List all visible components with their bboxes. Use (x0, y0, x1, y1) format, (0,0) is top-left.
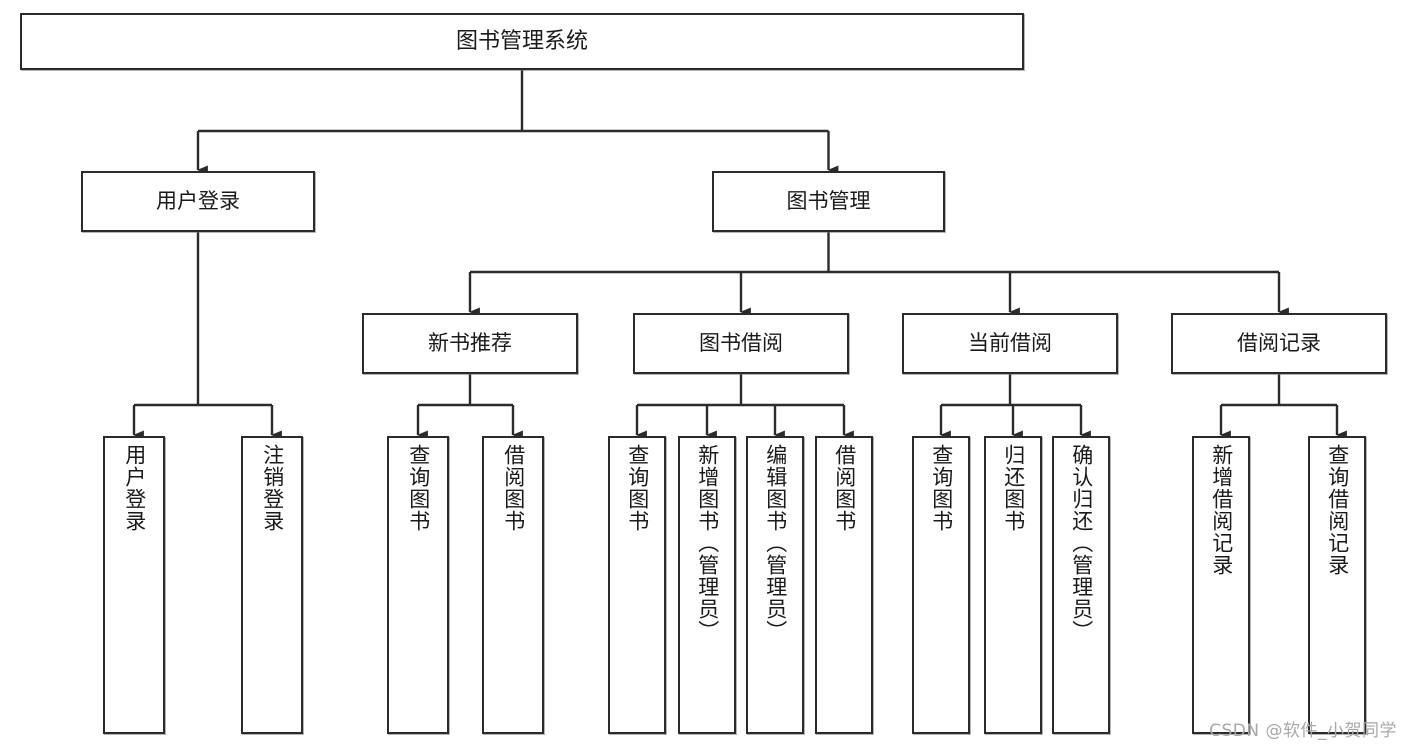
node-leaf-add-book[interactable]: 新增图书（管理员） (678, 436, 736, 734)
node-leaf-return-book[interactable]: 归还图书 (984, 436, 1042, 734)
node-leaf-edit-book-label: 编辑图书（管理员） (763, 444, 788, 642)
node-leaf-borrow-book-a-label: 借阅图书 (501, 444, 526, 532)
node-user-login[interactable]: 用户登录 (81, 171, 315, 232)
node-book-borrow[interactable]: 图书借阅 (633, 313, 849, 374)
node-leaf-query-book-a-label: 查询图书 (406, 444, 431, 532)
node-new-book-recommend-label: 新书推荐 (428, 331, 512, 356)
node-leaf-borrow-book-b-label: 借阅图书 (832, 444, 857, 532)
node-root-label: 图书管理系统 (455, 28, 588, 54)
node-leaf-query-book-c-label: 查询图书 (929, 444, 954, 532)
node-leaf-logout[interactable]: 注销登录 (241, 436, 303, 734)
node-new-book-recommend[interactable]: 新书推荐 (362, 313, 578, 374)
node-leaf-edit-book[interactable]: 编辑图书（管理员） (746, 436, 804, 734)
node-borrow-record-label: 借阅记录 (1237, 331, 1321, 356)
node-book-borrow-label: 图书借阅 (699, 331, 783, 356)
node-leaf-logout-label: 注销登录 (260, 444, 285, 532)
node-current-borrow[interactable]: 当前借阅 (902, 313, 1118, 374)
node-leaf-add-record[interactable]: 新增借阅记录 (1192, 436, 1250, 734)
watermark: CSDN @软件_小贺同学 (1209, 721, 1397, 741)
node-leaf-confirm-return[interactable]: 确认归还（管理员） (1052, 436, 1110, 734)
node-leaf-query-book-a[interactable]: 查询图书 (387, 436, 449, 734)
node-leaf-confirm-return-label: 确认归还（管理员） (1069, 444, 1094, 642)
node-leaf-query-record-label: 查询借阅记录 (1325, 444, 1350, 576)
node-leaf-borrow-book-b[interactable]: 借阅图书 (815, 436, 873, 734)
node-leaf-user-login[interactable]: 用户登录 (103, 436, 165, 734)
node-leaf-borrow-book-a[interactable]: 借阅图书 (482, 436, 544, 734)
node-leaf-query-record[interactable]: 查询借阅记录 (1308, 436, 1366, 734)
node-book-manage-label: 图书管理 (786, 189, 871, 214)
node-book-manage[interactable]: 图书管理 (712, 171, 945, 232)
node-leaf-add-record-label: 新增借阅记录 (1209, 444, 1234, 576)
node-leaf-return-book-label: 归还图书 (1001, 444, 1026, 532)
node-borrow-record[interactable]: 借阅记录 (1171, 313, 1387, 374)
node-leaf-query-book-b-label: 查询图书 (625, 444, 650, 532)
node-leaf-query-book-b[interactable]: 查询图书 (608, 436, 666, 734)
node-current-borrow-label: 当前借阅 (968, 331, 1052, 356)
node-leaf-add-book-label: 新增图书（管理员） (695, 444, 720, 642)
node-root[interactable]: 图书管理系统 (20, 13, 1024, 70)
node-leaf-user-login-label: 用户登录 (122, 444, 147, 532)
node-leaf-query-book-c[interactable]: 查询图书 (912, 436, 970, 734)
node-user-login-label: 用户登录 (156, 189, 240, 214)
